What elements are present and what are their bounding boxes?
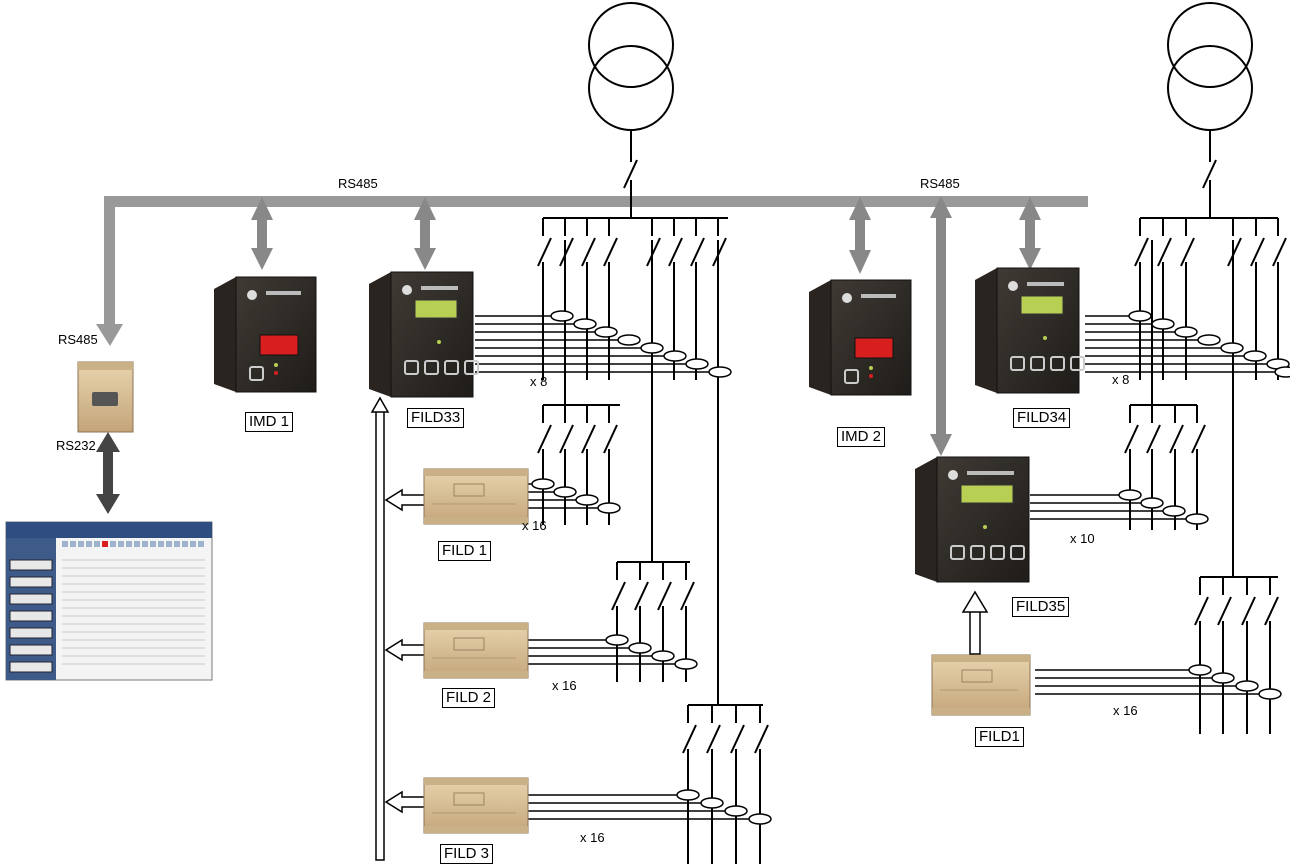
device-label-fild34: FILD34 xyxy=(1013,408,1070,428)
fild3-ct-2 xyxy=(701,798,723,808)
feeder-right-sub2-3 xyxy=(1242,577,1255,734)
fild-link-vertical xyxy=(372,398,388,860)
device-label-fild35: FILD35 xyxy=(1012,597,1069,617)
feeder-right-sub1-4 xyxy=(1192,405,1205,530)
bus-arrow-imd1 xyxy=(251,197,273,270)
fild35-ct-2 xyxy=(1141,498,1163,508)
fild2-ct-3 xyxy=(652,651,674,661)
multiplier-fild33: x 8 xyxy=(530,374,547,389)
feeder-sub1-3 xyxy=(582,405,595,525)
fild33-ct-2 xyxy=(574,319,596,329)
feeder-sub3-3 xyxy=(731,705,744,864)
device-label-fild3: FILD 3 xyxy=(440,844,493,864)
fild34-ct-8 xyxy=(1275,367,1290,377)
feeder-left-5 xyxy=(647,218,660,266)
fild2-ct-1 xyxy=(606,635,628,645)
fild35-ct-4 xyxy=(1186,514,1208,524)
converter-device xyxy=(78,362,133,432)
fild2-ct-4 xyxy=(675,659,697,669)
feeder-left-7 xyxy=(691,218,704,380)
fild34-ct-6 xyxy=(1244,351,1266,361)
fild3-ct-3 xyxy=(725,806,747,816)
multiplier-fild1-left: x 16 xyxy=(522,518,547,533)
device-fild35 xyxy=(915,457,1029,582)
feeder-switches xyxy=(538,218,1286,864)
device-label-fild1-right: FILD1 xyxy=(975,727,1024,747)
bus-label-left: RS485 xyxy=(338,176,378,191)
feeder-sub1-1 xyxy=(538,405,551,525)
fild33-ct-6 xyxy=(664,351,686,361)
device-fild1-left xyxy=(424,469,528,524)
fild-link-arrows xyxy=(386,490,428,812)
device-imd1 xyxy=(214,277,316,392)
fild1-right-arrow xyxy=(963,592,987,654)
device-label-imd1: IMD 1 xyxy=(245,412,293,432)
fild1-left-ct-1 xyxy=(532,479,554,489)
converter-label-rs485: RS485 xyxy=(58,332,98,347)
rs232-arrow xyxy=(96,432,120,514)
fild33-ct-8 xyxy=(709,367,731,377)
feeder-sub3-2 xyxy=(707,705,720,864)
device-label-fild33: FILD33 xyxy=(407,408,464,428)
fild1-left-ct-2 xyxy=(554,487,576,497)
fild34-ct-2 xyxy=(1152,319,1174,329)
fild1-left-ct-3 xyxy=(576,495,598,505)
fild34-ct-4 xyxy=(1198,335,1220,345)
device-label-imd2: IMD 2 xyxy=(837,427,885,447)
fild1-right-ct-2 xyxy=(1212,673,1234,683)
feeder-left-8 xyxy=(713,218,726,266)
feeder-sub3-4 xyxy=(755,705,768,864)
device-label-fild2: FILD 2 xyxy=(442,688,495,708)
multiplier-fild1-right: x 16 xyxy=(1113,703,1138,718)
fild35-ct-1 xyxy=(1119,490,1141,500)
fild34-ct-1 xyxy=(1129,311,1151,321)
device-fild33 xyxy=(369,272,478,397)
feeder-sub1-2 xyxy=(560,405,573,525)
converter-label-rs232: RS232 xyxy=(56,438,96,453)
transformer-right xyxy=(1168,3,1252,130)
fild2-ct-2 xyxy=(629,643,651,653)
multiplier-fild3: x 16 xyxy=(580,830,605,845)
feeder-right-sub2-2 xyxy=(1218,577,1231,734)
bus-arrow-fild35 xyxy=(930,196,952,456)
software-window xyxy=(6,522,212,680)
fild3-ct-4 xyxy=(749,814,771,824)
fild34-ct-5 xyxy=(1221,343,1243,353)
fild33-ct-4 xyxy=(618,335,640,345)
multiplier-fild35: x 10 xyxy=(1070,531,1095,546)
device-fild34 xyxy=(975,268,1084,393)
multiplier-fild2: x 16 xyxy=(552,678,577,693)
device-label-fild1-left: FILD 1 xyxy=(438,541,491,561)
feeder-right-sub2-1 xyxy=(1195,577,1208,734)
multiplier-fild34: x 8 xyxy=(1112,372,1129,387)
fild33-ct-7 xyxy=(686,359,708,369)
feeder-left-2 xyxy=(560,218,573,266)
feeder-sub3-1 xyxy=(683,705,696,864)
fild33-ct-3 xyxy=(595,327,617,337)
power-lines-left xyxy=(543,130,763,705)
fild35-ct-3 xyxy=(1163,506,1185,516)
fild1-right-ct-1 xyxy=(1189,665,1211,675)
fild1-left-ct-4 xyxy=(598,503,620,513)
fild1-right-ct-3 xyxy=(1236,681,1258,691)
bus-arrow-fild34 xyxy=(1019,197,1041,270)
device-fild2 xyxy=(424,623,528,678)
fild34-ct-3 xyxy=(1175,327,1197,337)
bus-label-right: RS485 xyxy=(920,176,960,191)
feeder-right-sub2-4 xyxy=(1265,577,1278,734)
fild33-ct-5 xyxy=(641,343,663,353)
device-fild3 xyxy=(424,778,528,833)
device-fild1-right xyxy=(932,655,1030,715)
fild3-ct-1 xyxy=(677,790,699,800)
fild33-ct-1 xyxy=(551,311,573,321)
bus-arrow-imd2 xyxy=(849,197,871,274)
transformer-left xyxy=(589,3,673,130)
fild1-right-ct-4 xyxy=(1259,689,1281,699)
device-imd2 xyxy=(809,280,911,395)
feeder-right-6 xyxy=(1273,218,1286,380)
bus-arrow-fild33 xyxy=(414,197,436,270)
